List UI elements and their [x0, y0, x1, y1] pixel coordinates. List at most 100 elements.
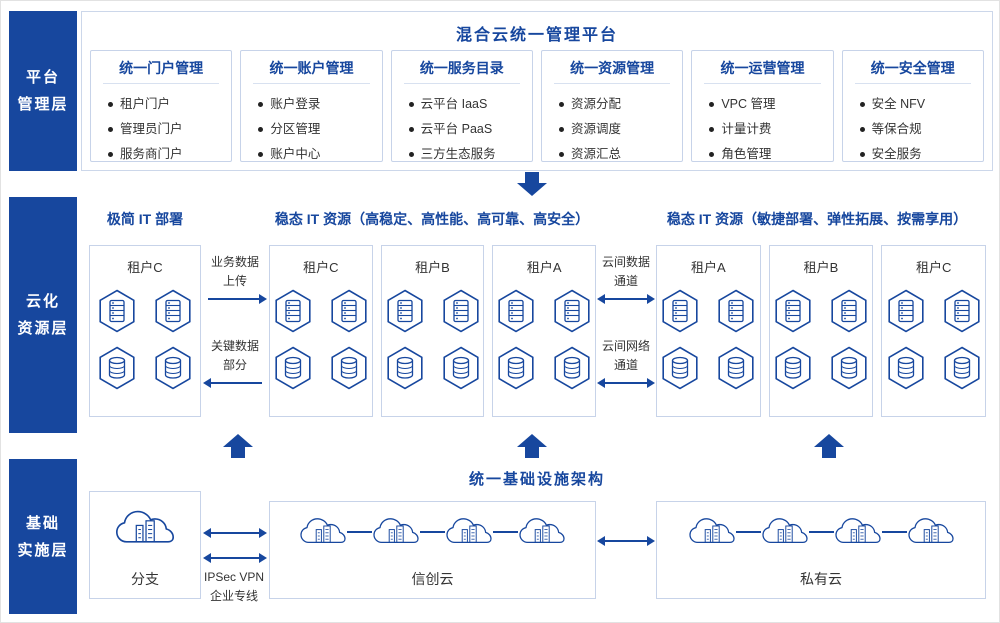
cloud-datacenter-icon	[907, 516, 955, 548]
module-item-label: 安全服务	[871, 147, 922, 161]
module-item-label: 服务商门户	[120, 147, 183, 161]
cloud-cluster	[299, 516, 566, 548]
bullet-dot	[258, 152, 264, 157]
platform-section-title: 混合云统一管理平台	[455, 27, 618, 44]
tenant-box: 租户C	[881, 245, 987, 417]
bullet-dot	[408, 102, 414, 107]
platform-to-cloud-arrow	[517, 172, 547, 196]
bullet-dot	[408, 152, 414, 157]
module-item-label: 管理员门户	[120, 122, 183, 136]
module-portal-management: 统一门户管理 租户门户 管理员门户 服务商门户	[90, 50, 233, 162]
module-item: 资源汇总	[558, 142, 682, 167]
module-item-label: 账户登录	[270, 97, 321, 111]
cloud-datacenter-icon	[114, 508, 176, 549]
module-item-label: 云平台 IaaS	[420, 97, 488, 111]
module-item-label: 安全 NFV	[871, 97, 926, 111]
tenant-icon-grid	[660, 289, 756, 390]
tenant-box: 租户A	[492, 245, 597, 417]
module-items: VPC 管理 计量计费 角色管理	[692, 84, 832, 167]
module-item-label: 资源调度	[570, 122, 621, 136]
cloud-datacenter-icon	[372, 516, 420, 548]
tenant-icon-grid	[385, 289, 481, 390]
module-items: 租户门户 管理员门户 服务商门户	[91, 84, 231, 167]
module-items: 云平台 IaaS 云平台 PaaS 三方生态服务	[392, 84, 532, 167]
infra-to-cloud-arrow	[517, 434, 547, 458]
inter-cloud-data-channel-label: 云间数据 通道	[601, 255, 650, 288]
module-title-divider	[253, 83, 370, 84]
bullet-dot	[108, 127, 113, 132]
module-item-label: 租户门户	[120, 97, 171, 111]
branch-node-box: 分支	[89, 491, 201, 599]
module-title-divider	[553, 83, 671, 84]
tenant-box: 租户C	[89, 245, 201, 417]
inter-cloud-network-channel-arrow	[597, 378, 655, 388]
tenant-box: 租户A	[656, 245, 761, 417]
tenant-icon-grid	[496, 289, 592, 390]
bullet-dot	[709, 152, 715, 157]
module-item: 安全服务	[859, 142, 983, 167]
module-item-label: 云平台 PaaS	[420, 122, 493, 136]
module-title: 统一资源管理	[570, 60, 655, 76]
database-hexagon-icon	[273, 346, 313, 390]
server-hexagon-icon	[385, 289, 425, 333]
cloud-cluster	[688, 516, 955, 548]
module-item: 安全 NFV	[859, 92, 983, 117]
database-hexagon-icon	[153, 346, 193, 390]
bullet-dot	[709, 127, 715, 132]
infrastructure-section-title: 统一基础设施架构	[468, 471, 605, 488]
module-security-management: 统一安全管理 安全 NFV 等保合规 安全服务	[841, 50, 984, 162]
tenant-label: 租户C	[915, 260, 952, 275]
database-hexagon-icon	[773, 346, 813, 390]
module-item-label: VPC 管理	[721, 97, 776, 111]
node-label: 信创云	[411, 571, 454, 587]
bullet-dot	[558, 127, 564, 132]
layer-label-cloud-resource: 云化 资源层	[9, 197, 77, 433]
layer-label-infrastructure: 基础 实施层	[9, 459, 77, 614]
arrow-shaft	[822, 447, 836, 458]
tenant-icon-grid	[273, 289, 369, 390]
arrow-shaft	[525, 172, 539, 183]
platform-modules: 统一门户管理 租户门户 管理员门户 服务商门户 统一账户管理 账户登录 分区管理…	[90, 50, 984, 162]
bullet-dot	[108, 152, 113, 157]
database-hexagon-icon	[716, 346, 756, 390]
server-hexagon-icon	[552, 289, 592, 333]
module-item: 租户门户	[108, 92, 231, 117]
module-items: 账户登录 分区管理 账户中心	[241, 84, 381, 167]
module-title: 统一安全管理	[870, 60, 955, 76]
module-title-divider	[103, 83, 220, 84]
database-hexagon-icon	[942, 346, 982, 390]
module-title: 统一运营管理	[720, 60, 805, 76]
module-item: 账户登录	[258, 92, 381, 117]
tenant-label: 租户B	[803, 260, 839, 275]
tenant-icon-grid	[886, 289, 982, 390]
server-hexagon-icon	[329, 289, 369, 333]
database-hexagon-icon	[496, 346, 536, 390]
module-item: 计量计费	[709, 117, 832, 142]
bullet-dot	[258, 102, 264, 107]
module-item-label: 资源汇总	[570, 147, 621, 161]
cloud-link-line	[493, 531, 518, 533]
server-hexagon-icon	[886, 289, 926, 333]
module-item-label: 计量计费	[721, 122, 772, 136]
tenant-label: 租户C	[127, 260, 163, 275]
platform-management-section: 混合云统一管理平台 统一门户管理 租户门户 管理员门户 服务商门户 统一账户管理…	[81, 11, 993, 171]
database-hexagon-icon	[886, 346, 926, 390]
arrow-head	[814, 434, 844, 447]
bullet-dot	[408, 127, 414, 132]
module-item: 角色管理	[709, 142, 832, 167]
bullet-dot	[108, 102, 113, 107]
tenant-label: 租户B	[415, 260, 450, 275]
infra-to-cloud-arrow	[814, 434, 844, 458]
cloud-link-line	[420, 531, 445, 533]
server-hexagon-icon	[97, 289, 137, 333]
module-item-label: 等保合规	[871, 122, 922, 136]
cloud-datacenter-icon	[688, 516, 736, 548]
cloud-datacenter-icon	[834, 516, 882, 548]
business-data-upload-label: 业务数据 上传	[210, 255, 259, 288]
module-item: 云平台 PaaS	[408, 117, 532, 142]
server-hexagon-icon	[153, 289, 193, 333]
vpn-link-arrow	[203, 528, 267, 538]
server-hexagon-icon	[660, 289, 700, 333]
key-data-label: 关键数据 部分	[210, 339, 259, 372]
